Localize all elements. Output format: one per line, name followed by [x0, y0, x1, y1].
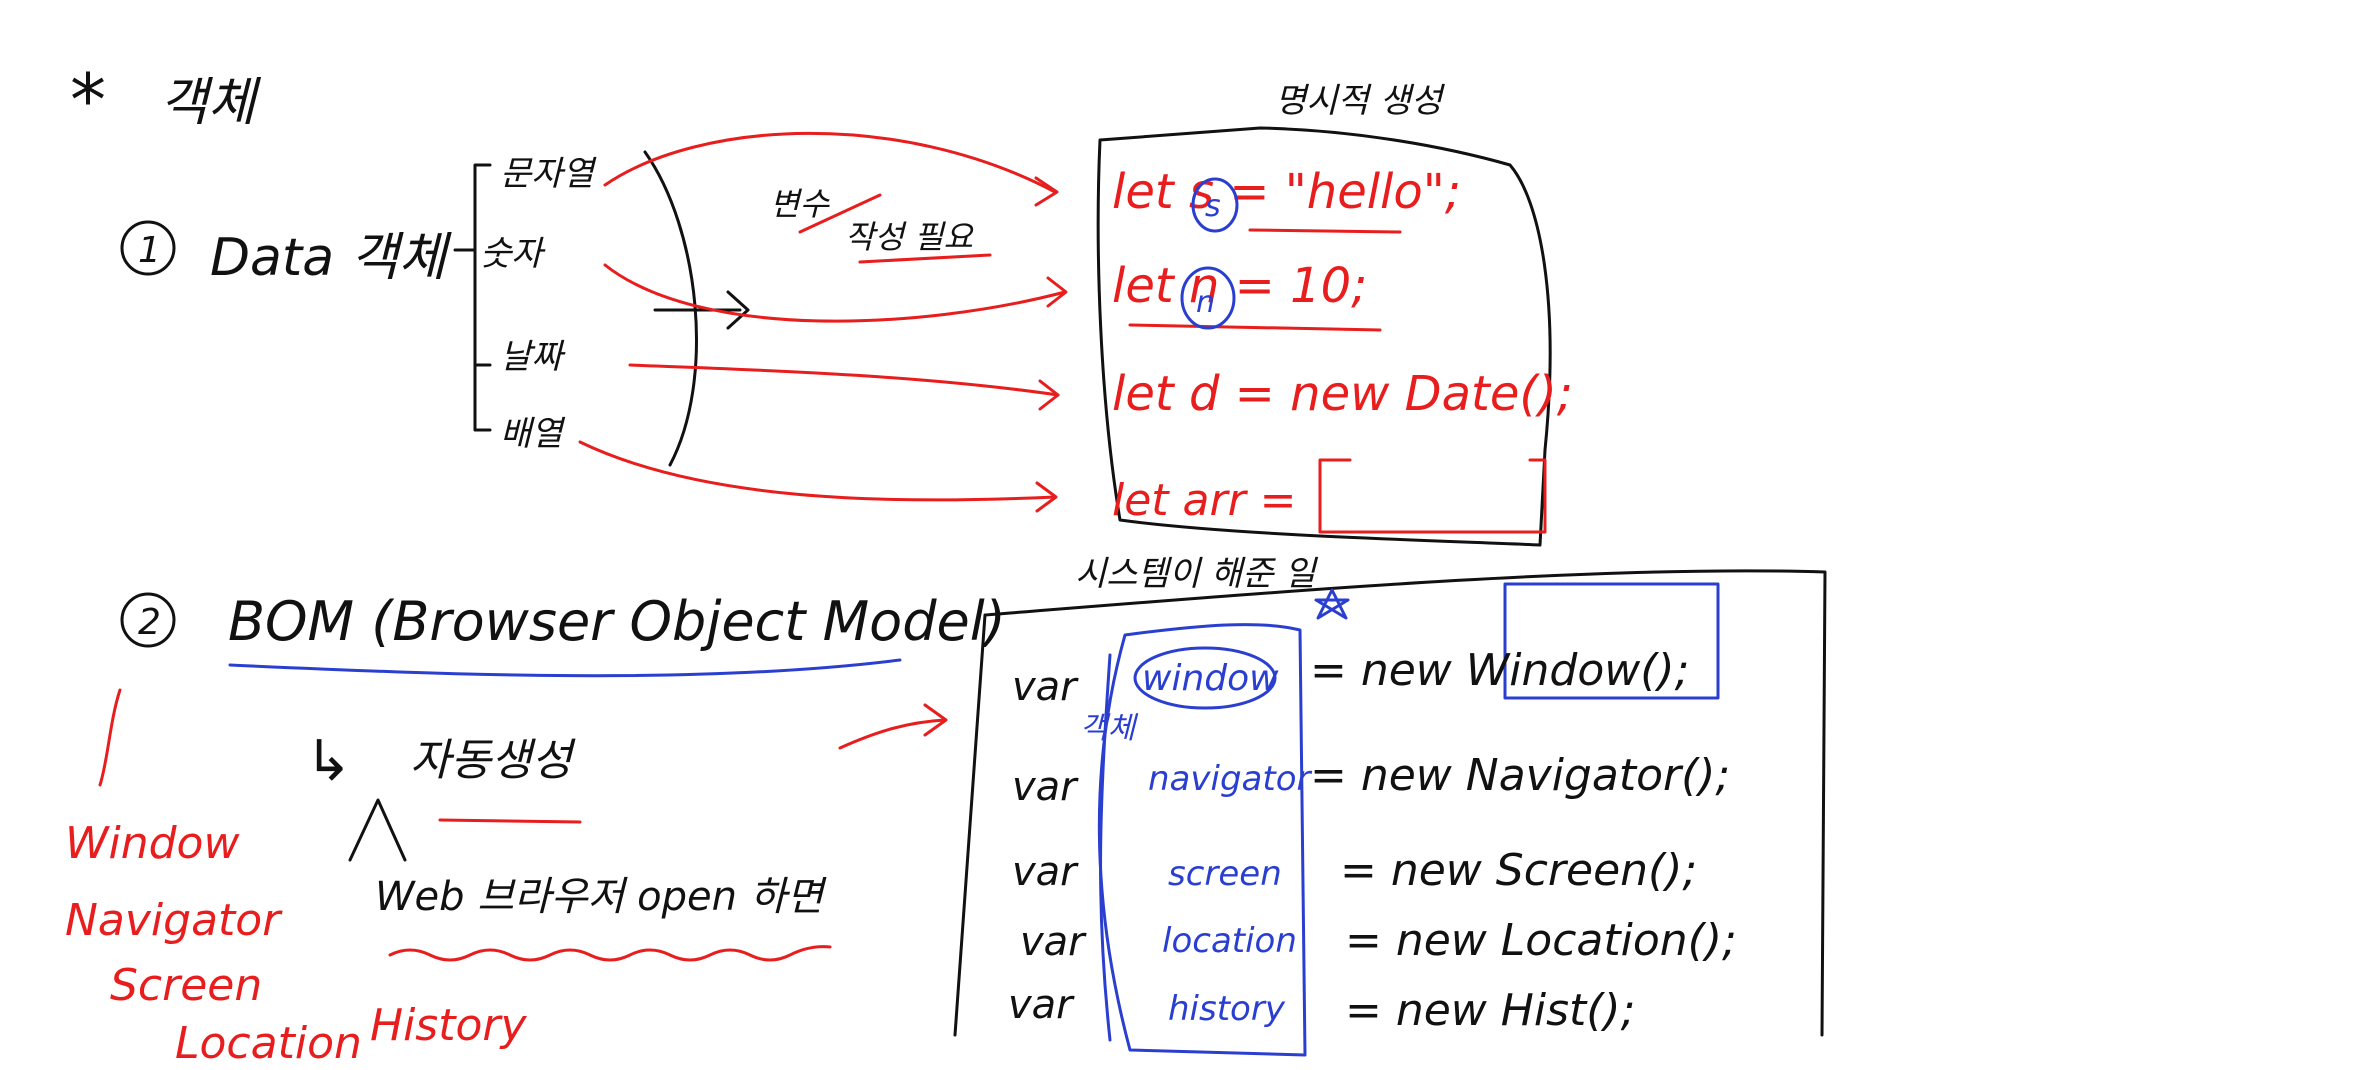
section2-title-underline — [228, 658, 902, 678]
bom-row-screen: var screen = new Screen(); — [1012, 845, 1697, 896]
section1-type-bracket — [453, 163, 492, 432]
bom-row-navigator: var navigator = new Navigator(); — [1012, 750, 1730, 810]
heading-marker: * — [70, 58, 106, 142]
circled-n: n — [1196, 285, 1215, 320]
side-note: 객체 — [1080, 711, 1139, 746]
window-box — [1503, 582, 1720, 700]
section1-type-string: 문자열 — [500, 154, 597, 194]
section1-note-strike — [798, 193, 882, 234]
section2-title: BOM (Browser Object Model) — [228, 590, 1006, 653]
row-var-history: history — [1168, 989, 1286, 1029]
row-rhs-history: = new Hist(); — [1345, 985, 1635, 1036]
section2-number: 2 — [138, 602, 161, 643]
window-star — [1314, 588, 1350, 620]
heading-title: 객체 — [160, 73, 262, 133]
row-keyword: var — [1020, 919, 1087, 965]
section1-type-array: 배열 — [500, 414, 565, 454]
row-rhs-screen: = new Screen(); — [1340, 845, 1697, 896]
list-window: Window — [65, 818, 240, 869]
section2-sub-note-wave — [388, 945, 832, 962]
row-rhs-navigator: = new Navigator(); — [1310, 750, 1730, 801]
arrow-bom — [838, 718, 947, 750]
circle-s — [1191, 177, 1239, 233]
row-var-location: location — [1162, 921, 1297, 961]
arrow-array — [578, 440, 1057, 502]
arrow-string — [603, 131, 1057, 194]
bom-row-location: var location = new Location(); — [1020, 915, 1737, 966]
list-bracket — [98, 688, 122, 787]
code-line-2: let n = 10; — [1112, 258, 1367, 314]
code-line-1: let s = "hello"; — [1112, 164, 1461, 220]
section2-arrow-note-underline — [438, 818, 582, 824]
section1-brace-arrow — [653, 290, 750, 330]
bom-row-history: var history = new Hist(); — [1008, 982, 1635, 1036]
arrow-array-head — [1035, 481, 1058, 513]
bom-row-window: var window = new Window(); — [1012, 645, 1689, 710]
row-rhs-location: = new Location(); — [1345, 915, 1737, 966]
window-var-circle — [1133, 646, 1277, 710]
row-rhs-window: = new Window(); — [1310, 645, 1689, 696]
arrow-bom-head — [923, 703, 948, 737]
section2-arrow-glyph: ↳ — [305, 729, 352, 794]
section1-type-date: 날짜 — [500, 337, 566, 377]
circled-s: s — [1205, 189, 1221, 224]
section1-box-caption: 명시적 생성 — [1275, 81, 1446, 121]
arrow-number-head — [1046, 276, 1068, 308]
row-keyword: var — [1012, 849, 1079, 895]
section1-code-box — [1096, 126, 1552, 547]
array-bracket — [1318, 458, 1547, 534]
row-var-navigator: navigator — [1148, 759, 1313, 799]
arrow-date-head — [1038, 379, 1060, 411]
circle-n — [1180, 266, 1236, 330]
section1-number: 1 — [138, 230, 161, 271]
section1-number-circle — [120, 220, 176, 276]
code-line-1-underline — [1248, 228, 1402, 234]
row-var-screen: screen — [1168, 854, 1282, 894]
row-var-window: window — [1142, 658, 1279, 699]
list-history: History — [370, 1000, 527, 1051]
list-navigator: Navigator — [65, 895, 283, 946]
code-line-4: let arr = — [1112, 475, 1297, 526]
list-screen: Screen — [110, 960, 262, 1011]
arrow-string-head — [1034, 176, 1059, 207]
section2-sub-note: Web 브라우저 open 하면 — [375, 874, 828, 920]
section2-number-circle — [120, 592, 176, 648]
arrow-date — [628, 363, 1060, 397]
section2-code-box — [953, 569, 1827, 1037]
section2-box-caption: 시스템이 해준 일 — [1075, 554, 1318, 594]
section1-note-struck: 변수 — [770, 185, 830, 223]
section1-note-underline — [858, 253, 992, 264]
section2-arrow-note: 자동생성 — [410, 735, 576, 786]
vars-column-inner — [1099, 653, 1112, 1042]
code-line-3: let d = new Date(); — [1112, 366, 1573, 422]
row-keyword: var — [1008, 982, 1075, 1028]
arrow-number — [603, 263, 1067, 323]
row-keyword: var — [1012, 664, 1079, 710]
row-keyword: var — [1012, 764, 1079, 810]
section1-note: 작성 필요 — [845, 218, 974, 256]
code-line-2-underline — [1128, 323, 1382, 332]
section1-type-number: 숫자 — [480, 234, 546, 274]
section1-title: Data 객체 — [210, 228, 453, 288]
section2-caret — [348, 798, 407, 862]
list-location: Location — [175, 1018, 362, 1069]
